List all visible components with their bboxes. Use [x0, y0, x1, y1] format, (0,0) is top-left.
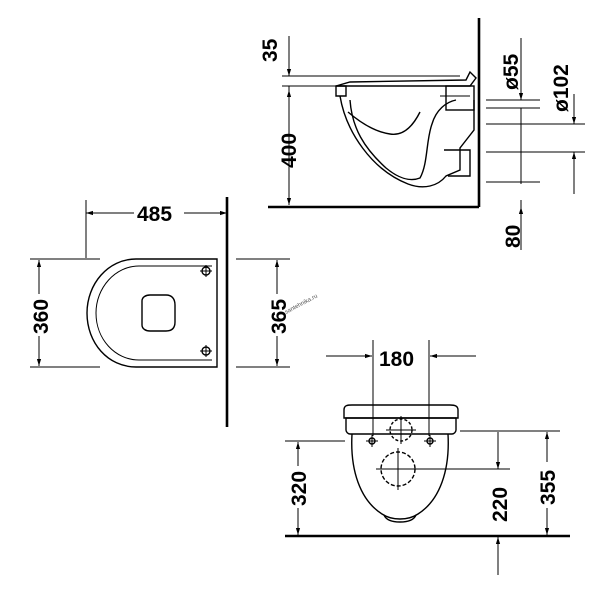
side-view: 35 400 ø55 ø102 80	[259, 18, 585, 250]
dim-front-total-height: 355	[537, 470, 560, 505]
dim-top-bracket-spacing: 365	[268, 299, 291, 334]
dim-front-seat-height: 320	[288, 471, 311, 506]
dim-front-outlet-height: 220	[489, 487, 512, 522]
dim-side-height: 400	[278, 133, 301, 168]
front-view: 180 320 220 355	[285, 340, 570, 575]
dim-label-bg	[264, 294, 290, 336]
side-seat-lid	[335, 70, 477, 87]
dim-label-bg	[134, 200, 184, 224]
top-view: 485 360 365 santehnika.ru	[26, 197, 319, 427]
front-bowl-body	[351, 433, 449, 520]
side-wall-bracket	[445, 85, 475, 111]
front-bowl-foot	[383, 514, 417, 523]
front-inlet	[386, 416, 416, 444]
side-bowl-inner	[349, 99, 457, 181]
front-bolt	[424, 435, 436, 447]
dim-top-length: 485	[137, 203, 172, 226]
dim-label-bg	[285, 466, 311, 508]
dim-front-bolt-spacing: 180	[379, 348, 414, 371]
dim-side-outlet-height: 80	[502, 225, 525, 248]
side-trap	[347, 111, 421, 135]
top-bowl-opening	[141, 294, 176, 332]
dim-top-width: 360	[30, 299, 53, 334]
dim-side-top-gap: 35	[259, 38, 282, 62]
side-bowl-outer	[339, 95, 475, 188]
front-bolt	[366, 435, 378, 447]
dim-label-bg	[26, 294, 52, 336]
front-outlet	[376, 448, 420, 490]
top-bowl-outer	[86, 258, 218, 368]
side-seat-block	[335, 85, 347, 97]
top-bolt	[200, 345, 212, 357]
dim-side-inlet-dia: ø55	[500, 53, 523, 90]
side-outlet-pipe	[444, 149, 471, 177]
top-bolt	[200, 265, 212, 277]
front-seat-lower	[345, 417, 457, 435]
dim-label-bg	[534, 462, 560, 508]
dim-side-outlet-dia: ø102	[550, 64, 573, 112]
top-seat-outline	[95, 265, 212, 361]
dim-label-bg	[485, 478, 511, 524]
front-seat	[343, 404, 459, 419]
